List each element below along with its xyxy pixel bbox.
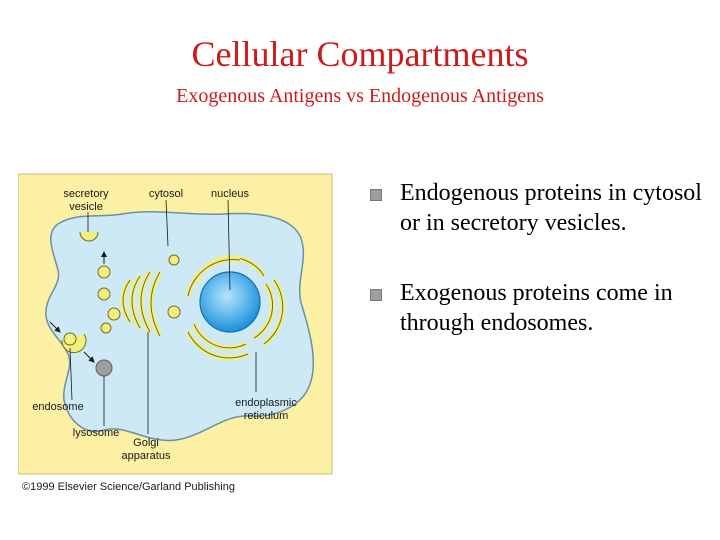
golgi-apparatus	[120, 270, 163, 338]
label-er-1: endoplasmic	[235, 397, 297, 409]
bullet-item: Exogenous proteins come in through endos…	[368, 278, 708, 338]
bullet-square-icon	[370, 189, 382, 201]
label-lysosome: lysosome	[73, 427, 119, 439]
vesicles	[97, 254, 181, 334]
label-secretory-vesicle-1: secretory	[63, 188, 109, 200]
label-secretory-vesicle-2: vesicle	[69, 201, 103, 213]
secretory-vesicle	[79, 231, 99, 242]
label-endosome: endosome	[32, 401, 83, 413]
slide-subtitle: Exogenous Antigens vs Endogenous Antigen…	[176, 85, 544, 107]
cell-membrane	[45, 210, 315, 442]
label-golgi-1: Golgi	[133, 437, 159, 449]
bullet-text: Endogenous proteins in cytosol or in sec…	[400, 180, 702, 236]
endoplasmic-reticulum	[185, 255, 286, 361]
bullet-item: Endogenous proteins in cytosol or in sec…	[368, 178, 708, 238]
cell-diagram: secretory vesicle cytosol nucleus endoso…	[18, 172, 338, 497]
label-nucleus: nucleus	[211, 188, 249, 200]
figure-credit: ©1999 Elsevier Science/Garland Publishin…	[22, 481, 235, 493]
label-cytosol: cytosol	[149, 188, 183, 200]
bullet-list: Endogenous proteins in cytosol or in sec…	[368, 178, 708, 378]
slide-title: Cellular Compartments	[191, 34, 529, 74]
lysosome	[95, 359, 113, 377]
label-golgi-2: apparatus	[122, 450, 171, 462]
label-er-2: reticulum	[244, 410, 289, 422]
bullet-square-icon	[370, 289, 382, 301]
bullet-text: Exogenous proteins come in through endos…	[400, 280, 673, 336]
